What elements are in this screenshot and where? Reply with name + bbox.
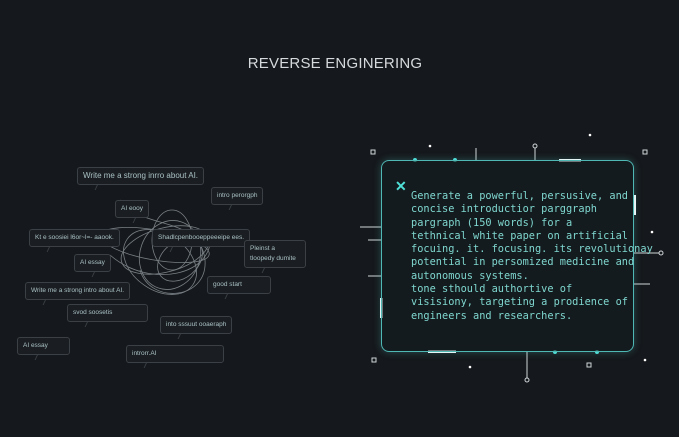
prompt-bubble: Write me a strong intro about AI. xyxy=(25,282,131,300)
prompt-bubble: Shadlcpenbooeppeeeipe ees. xyxy=(152,229,251,247)
prompt-bubble: svod soosetis xyxy=(67,304,148,322)
prompt-bubble: AI eooy xyxy=(115,200,150,218)
prompt-bubble: into sssuut ooaeraph xyxy=(160,316,233,334)
engineered-prompt-text: Generate a powerful, persusive, and conc… xyxy=(411,190,653,322)
prompt-bubble: good start xyxy=(207,276,271,294)
prompt-bubble: introrr.AI xyxy=(126,345,224,363)
prompt-bubble: AI essay xyxy=(74,254,111,272)
close-x-icon: ✕ xyxy=(395,178,407,194)
prompt-bubble: Kt e soosiei l6or~l=- aaook. xyxy=(29,229,120,247)
prompt-bubble: Write me a strong inrro about AI. xyxy=(77,167,205,185)
page-title: REVERSE ENGINERING xyxy=(247,55,423,72)
prompt-bubble: Pleinst a tloopedy dumite xyxy=(244,240,306,268)
engineered-prompt-panel xyxy=(381,160,634,352)
prompt-bubble: AI essay xyxy=(17,337,70,355)
prompt-bubble: intro perorgph xyxy=(211,187,264,205)
